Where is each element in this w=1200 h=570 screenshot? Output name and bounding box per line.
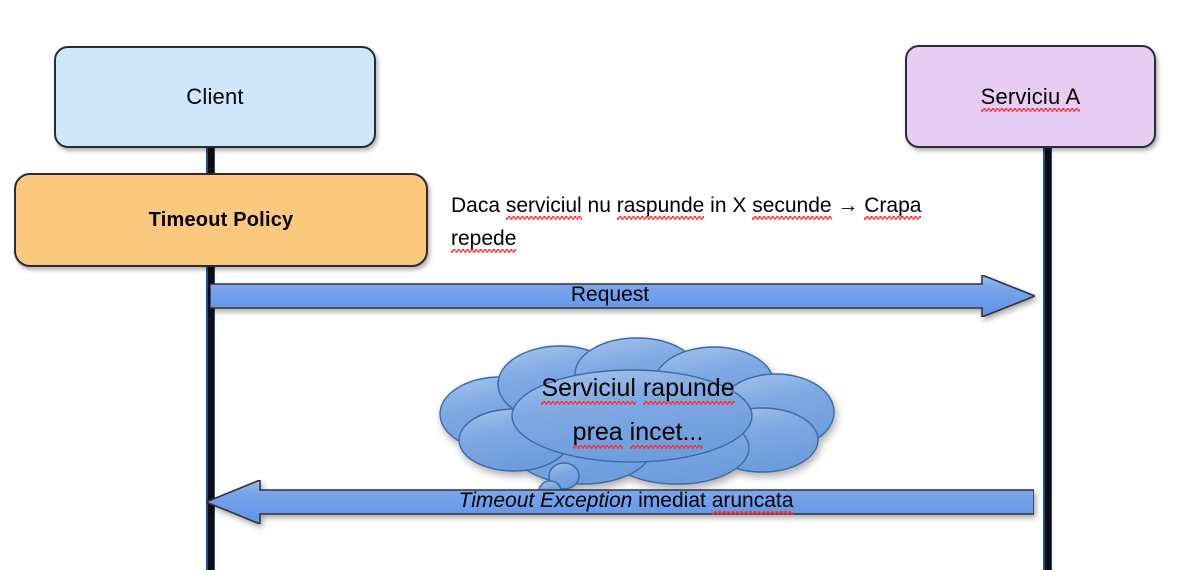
- participant-label-serviciu-a: Serviciu A: [981, 84, 1081, 110]
- participant-label-client: Client: [186, 84, 244, 109]
- misspelled-word-raspunde: raspunde: [616, 194, 705, 217]
- exception-type-label: Timeout Exception: [458, 489, 633, 512]
- misspelled-word-crapa: Crapa: [864, 194, 922, 217]
- lifeline-service: [1043, 140, 1052, 570]
- message-arrow-request[interactable]: [210, 275, 1035, 317]
- misspelled-word-secunde: secunde: [752, 194, 832, 217]
- participant-box-client[interactable]: Client: [54, 46, 376, 148]
- misspelled-word-incet: incet...: [629, 418, 704, 446]
- misspelled-word-serviciul-cloud: Serviciul: [541, 374, 636, 402]
- message-arrow-timeout-exception[interactable]: [206, 480, 1034, 524]
- note-text-fragment: in X: [704, 194, 753, 217]
- timeout-policy-box[interactable]: Timeout Policy: [14, 173, 428, 267]
- note-text-fragment: Daca: [451, 194, 506, 217]
- thought-cloud-text: Serviciul rapunde prea incet...: [452, 366, 824, 454]
- misspelled-word-rapunde: rapunde: [642, 374, 735, 402]
- misspelled-word-serviciul: serviciul: [505, 194, 582, 217]
- cloud-space: [623, 418, 630, 446]
- cloud-space: [636, 374, 643, 402]
- misspelled-word-repede: repede: [451, 227, 517, 250]
- misspelled-word-aruncata: aruncata: [711, 489, 794, 512]
- lifeline-client: [206, 140, 215, 570]
- misspelled-word-serviciu: Serviciu A: [980, 83, 1081, 109]
- message-label-request-text: Request: [570, 283, 650, 306]
- arrow-glyph: →: [831, 194, 865, 217]
- misspelled-word-prea: prea: [572, 418, 623, 446]
- participant-box-serviciu-a[interactable]: Serviciu A: [905, 45, 1156, 148]
- message-label-request: Request: [210, 283, 1010, 307]
- timeout-policy-label: Timeout Policy: [148, 208, 294, 231]
- message-label-timeout-exception: Timeout Exception imediat aruncata: [226, 489, 1026, 513]
- note-text: Daca serviciul nu raspunde in X secunde …: [451, 189, 1041, 255]
- note-text-fragment: nu: [581, 194, 617, 217]
- message-label-fragment: imediat: [632, 489, 712, 512]
